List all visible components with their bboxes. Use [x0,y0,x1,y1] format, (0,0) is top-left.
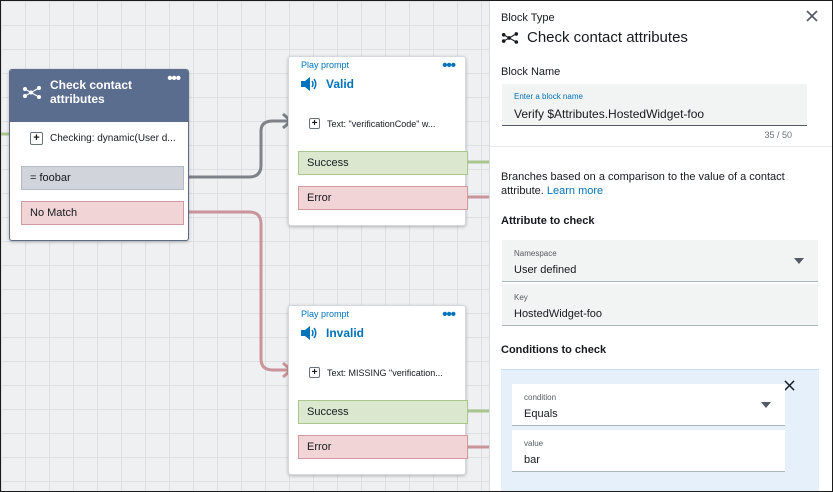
block-type-label: Play prompt [301,309,350,319]
wire-nomatch-to-invalid [183,210,289,372]
branch-no-match[interactable]: No Match [21,201,184,225]
block-menu-icon[interactable]: ••• [442,57,456,74]
chevron-down-icon[interactable] [761,402,771,408]
wire-foobar-to-valid [183,119,289,179]
branch-network-icon [501,32,519,44]
block-name-value: Verify $Attributes.HostedWidget-foo [514,107,705,121]
condition-label: condition [524,393,557,402]
speaker-icon [301,326,317,340]
learn-more-link[interactable]: Learn more [546,185,604,197]
branch-network-icon [23,86,41,99]
block-title: Valid [326,77,355,91]
play-prompt-valid-block[interactable]: Play prompt Valid ••• + Text: "verificat… [288,56,468,226]
condition-group: condition Equals value bar [501,369,819,491]
block-name-input[interactable]: Enter a block name Verify $Attributes.Ho… [502,84,807,126]
block-description: Branches based on a comparison to the va… [501,170,811,198]
chevron-down-icon[interactable] [794,258,804,264]
description-text: Branches based on a comparison to the va… [501,171,785,197]
attribute-heading: Attribute to check [501,215,595,227]
block-type-title: Check contact attributes [527,29,688,46]
block-header: Check contact attributes ••• [10,70,188,122]
char-count: 35 / 50 [764,130,792,140]
branch-label: Success [307,157,349,169]
prompt-text: Text: "verificationCode" w... [327,118,436,129]
properties-panel: Block Type Check contact attributes Bloc… [489,1,832,491]
block-menu-icon[interactable]: ••• [167,70,181,87]
branch-error[interactable]: Error [298,435,468,459]
prompt-text-row[interactable]: + Text: MISSING "verification... [309,367,459,378]
condition-value: Equals [524,408,558,420]
value-input[interactable]: value bar [512,430,785,472]
check-attributes-block[interactable]: Check contact attributes ••• + Checking:… [9,69,189,241]
block-title: Check contact attributes [50,78,133,106]
condition-select[interactable]: condition Equals [512,384,785,426]
value-value: bar [524,454,540,466]
branch-foobar[interactable]: = foobar [21,166,184,190]
expand-plus-icon[interactable]: + [309,118,320,129]
close-icon[interactable] [784,380,795,391]
block-type-label: Block Type [501,12,555,24]
key-input[interactable]: Key HostedWidget-foo [502,284,818,326]
expand-plus-icon[interactable]: + [309,367,320,378]
expand-plus-icon[interactable]: + [30,132,43,145]
branch-error[interactable]: Error [298,186,468,210]
play-prompt-invalid-block[interactable]: Play prompt Invalid ••• + Text: MISSING … [288,305,468,475]
namespace-select[interactable]: Namespace User defined [502,240,818,282]
speaker-icon [301,77,317,91]
block-name-label: Block Name [501,66,561,78]
checking-text: Checking: dynamic(User d... [50,133,176,144]
block-menu-icon[interactable]: ••• [442,306,456,323]
checking-row[interactable]: + Checking: dynamic(User d... [30,132,176,145]
panel-title: Check contact attributes [501,29,688,46]
branch-label: Error [307,441,332,453]
divider [490,146,832,147]
branch-label: Success [307,406,349,418]
flow-canvas[interactable]: Check contact attributes ••• + Checking:… [1,1,489,491]
key-label: Key [514,293,528,302]
close-icon[interactable] [806,10,818,22]
block-name-placeholder: Enter a block name [514,92,583,101]
prompt-text: Text: MISSING "verification... [327,367,443,378]
branch-label: Error [307,192,332,204]
branch-label: No Match [30,207,78,219]
namespace-value: User defined [514,264,577,276]
prompt-text-row[interactable]: + Text: "verificationCode" w... [309,118,459,129]
block-type-label: Play prompt [301,60,350,70]
block-title: Invalid [326,326,365,340]
branch-success[interactable]: Success [298,151,468,175]
conditions-heading: Conditions to check [501,344,607,356]
value-label: value [524,439,544,448]
namespace-label: Namespace [514,249,557,258]
branch-label: = foobar [30,172,71,184]
key-value: HostedWidget-foo [514,308,603,320]
branch-success[interactable]: Success [298,400,468,424]
